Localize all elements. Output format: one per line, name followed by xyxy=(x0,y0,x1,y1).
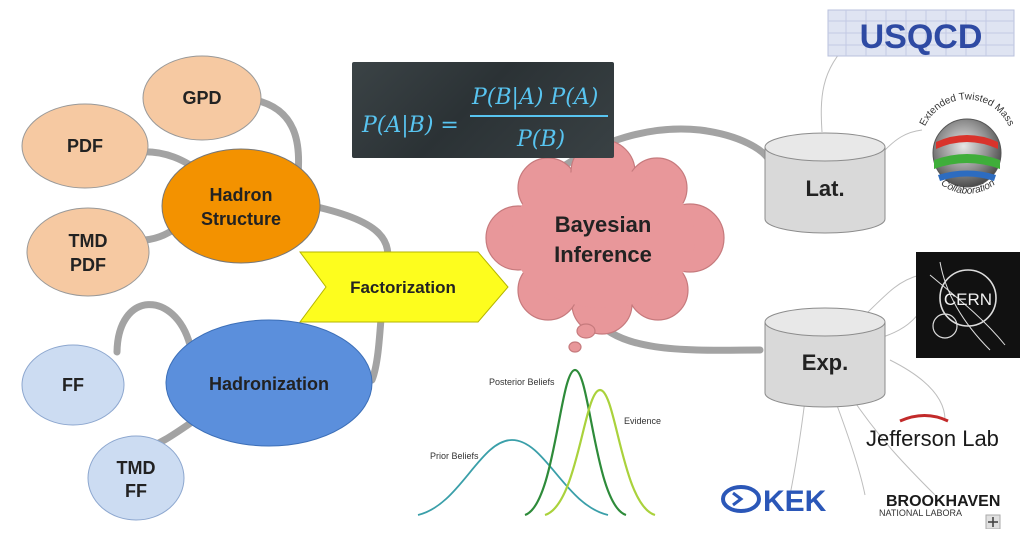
tmd-ff-label-1: TMD xyxy=(117,458,156,478)
bayesian-label-1: Bayesian xyxy=(555,212,652,237)
hadronization-label: Hadronization xyxy=(209,374,329,394)
prior-label: Prior Beliefs xyxy=(430,451,479,461)
usqcd-text: USQCD xyxy=(860,18,983,56)
etmc-logo: Extended Twisted Mass Collaboration xyxy=(918,91,1016,196)
belief-plot: Posterior Beliefs Evidence Prior Beliefs xyxy=(417,368,661,517)
tmd-pdf-label-2: PDF xyxy=(70,255,106,275)
gpd-node xyxy=(142,55,262,141)
hadron-structure-label-2: Structure xyxy=(201,209,281,229)
kek-text: KEK xyxy=(763,485,827,518)
posterior-label: Posterior Beliefs xyxy=(489,377,555,387)
evidence-label: Evidence xyxy=(624,416,661,426)
exp-label: Exp. xyxy=(802,350,848,375)
hadron-structure-node xyxy=(161,148,321,264)
hadron-structure-label-1: Hadron xyxy=(210,185,273,205)
ff-node xyxy=(21,344,125,426)
bayesian-label-2: Inference xyxy=(554,242,652,267)
pdf-label: PDF xyxy=(67,136,103,156)
tmd-ff-label-2: FF xyxy=(125,481,147,501)
usqcd-logo: USQCD xyxy=(827,9,1015,57)
exp-cylinder xyxy=(764,307,886,408)
gpd-label: GPD xyxy=(182,88,221,108)
posterior-belief-curve xyxy=(524,368,627,517)
formula-lhs: P(A|B) = xyxy=(361,113,459,138)
tmd-ff-node xyxy=(87,435,185,521)
bayes-formula-svg: P(A|B) = P(B|A) P(A) P(B) xyxy=(361,85,608,152)
brookhaven-logo: BROOKHAVEN xyxy=(886,493,1000,510)
cern-logo: CERN xyxy=(916,252,1020,358)
evidence-curve xyxy=(544,388,656,517)
factorization-arrow xyxy=(299,251,509,323)
prior-belief-curve xyxy=(417,439,609,516)
pdf-node xyxy=(21,103,149,189)
formula-numerator: P(B|A) P(A) xyxy=(471,85,598,110)
jefferson-lab-swoosh xyxy=(899,414,949,423)
lat-cylinder xyxy=(764,132,886,234)
tmd-pdf-node xyxy=(26,207,150,297)
etmc-globe xyxy=(932,118,1002,188)
plus-icon[interactable] xyxy=(985,514,1001,530)
kek-logo: KEK xyxy=(721,485,827,518)
bayes-formula-chalkboard: P(A|B) = P(B|A) P(A) P(B) xyxy=(352,62,614,158)
jefferson-lab-logo: Jefferson Lab xyxy=(866,426,999,451)
cern-text: CERN xyxy=(944,290,992,309)
factorization-label: Factorization xyxy=(350,278,456,297)
bayesian-cloud xyxy=(485,139,725,353)
lat-label: Lat. xyxy=(805,176,844,201)
tmd-pdf-label-1: TMD xyxy=(69,231,108,251)
brookhaven-sub: NATIONAL LABORA xyxy=(879,508,962,518)
ff-label: FF xyxy=(62,375,84,395)
hadronization-node xyxy=(165,319,373,447)
formula-denominator: P(B) xyxy=(516,127,565,152)
